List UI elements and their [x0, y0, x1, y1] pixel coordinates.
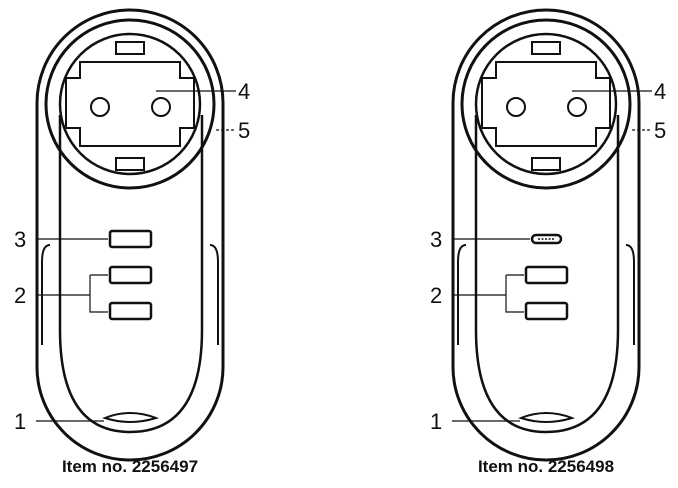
housing-outline — [451, 8, 641, 462]
callout-4: 4 — [654, 79, 666, 104]
usb-a-port-middle — [524, 265, 569, 285]
item-caption: Item no. 2256498 — [478, 457, 614, 476]
socket-ring-outer — [460, 18, 632, 190]
socket-ring-inner — [58, 32, 202, 176]
callout-1: 1 — [430, 409, 442, 434]
pin-hole-left — [90, 97, 110, 117]
leader-2 — [36, 274, 108, 313]
callout-5: 5 — [654, 118, 666, 143]
earth-clip-bottom — [115, 157, 145, 171]
socket-ring-outer — [44, 18, 216, 190]
device-2256498: 4 5 3 2 1 Item no. 2256498 — [430, 8, 666, 476]
housing-outline — [35, 8, 225, 462]
callout-3: 3 — [430, 227, 442, 252]
side-groove-right — [625, 244, 635, 345]
device-2256497: 4 5 3 2 1 Item no. 2256497 — [14, 8, 250, 476]
leader-2 — [452, 274, 524, 313]
side-groove-right — [209, 244, 219, 345]
item-caption: Item no. 2256497 — [62, 457, 198, 476]
front-panel-outline — [474, 115, 620, 434]
earth-clip-top — [531, 41, 561, 55]
callout-3: 3 — [14, 227, 26, 252]
callout-1: 1 — [14, 409, 26, 434]
earth-clip-bottom — [531, 157, 561, 171]
socket-recess — [65, 61, 195, 147]
usb-a-port-bottom — [108, 301, 153, 321]
pin-hole-left — [506, 97, 526, 117]
usb-a-port-middle — [108, 265, 153, 285]
socket-recess — [481, 61, 611, 147]
pin-hole-right — [151, 97, 171, 117]
callout-2: 2 — [430, 283, 442, 308]
usb-a-port-top — [108, 229, 153, 249]
usb-a-port-bottom — [524, 301, 569, 321]
pin-hole-right — [567, 97, 587, 117]
callout-2: 2 — [14, 283, 26, 308]
callout-4: 4 — [238, 79, 250, 104]
earth-clip-top — [115, 41, 145, 55]
bottom-button — [518, 412, 576, 423]
front-panel-outline — [58, 115, 204, 434]
side-groove-left — [41, 244, 51, 345]
side-groove-left — [457, 244, 467, 345]
socket-ring-inner — [474, 32, 618, 176]
callout-5: 5 — [238, 118, 250, 143]
bottom-button — [102, 412, 160, 423]
